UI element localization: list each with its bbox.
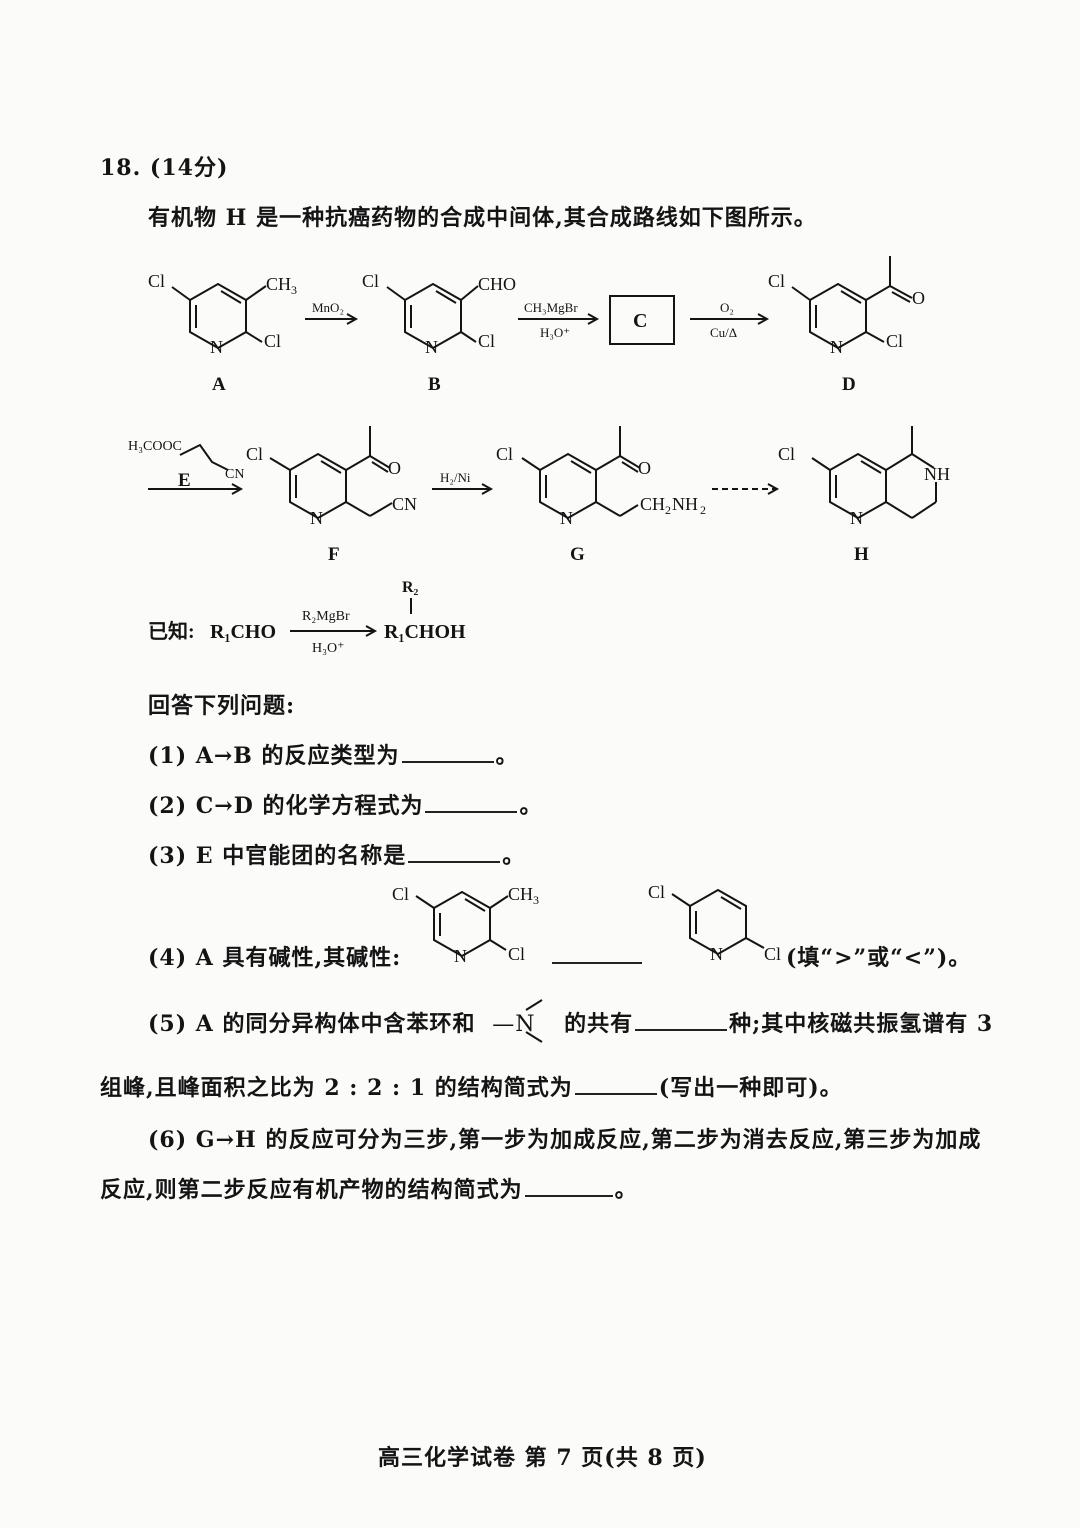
question-1: (1) A→B 的反应类型为。 bbox=[148, 741, 519, 769]
svg-text:H₃O⁺: H₃O⁺ bbox=[312, 641, 345, 656]
svg-text:CHO: CHO bbox=[478, 274, 516, 294]
structure-d bbox=[791, 256, 913, 350]
svg-text:R₂MgBr: R₂MgBr bbox=[302, 609, 350, 624]
svg-text:Cl: Cl bbox=[264, 331, 281, 351]
svg-text:Cl: Cl bbox=[768, 271, 785, 291]
structure-e bbox=[179, 443, 229, 471]
svg-text:N: N bbox=[560, 508, 573, 528]
svg-text:H₃O⁺: H₃O⁺ bbox=[540, 325, 570, 340]
label-g: G bbox=[570, 544, 585, 565]
label-f: F bbox=[328, 544, 340, 565]
svg-text:CN: CN bbox=[225, 467, 244, 482]
svg-text:NH: NH bbox=[924, 464, 950, 484]
question-2: (2) C→D 的化学方程式为。 bbox=[148, 791, 543, 819]
svg-text:MnO₂: MnO₂ bbox=[312, 300, 344, 315]
structure-b bbox=[386, 282, 479, 350]
compound-c-box bbox=[609, 295, 675, 345]
answer-prompt: 回答下列问题: bbox=[148, 693, 296, 719]
svg-text:Cl: Cl bbox=[246, 444, 263, 464]
svg-text:Cl: Cl bbox=[148, 271, 165, 291]
svg-text:O: O bbox=[912, 288, 925, 308]
svg-text:已知:: 已知: bbox=[148, 619, 195, 643]
svg-text:O₂: O₂ bbox=[720, 300, 734, 315]
label-d: D bbox=[842, 374, 856, 395]
question-number: 18. (14分) bbox=[100, 155, 229, 181]
question-4-suffix: (填“>”或“<”)。 bbox=[786, 945, 972, 971]
svg-text:N: N bbox=[830, 337, 843, 357]
svg-text:2: 2 bbox=[700, 503, 706, 517]
svg-text:CH: CH bbox=[640, 494, 665, 514]
question-6-line1: (6) G→H 的反应可分为三步,第一步为加成反应,第二步为消去反应,第三步为加… bbox=[148, 1127, 982, 1153]
svg-text:NH: NH bbox=[672, 494, 698, 514]
svg-text:CH: CH bbox=[266, 274, 291, 294]
answer-blank-1[interactable] bbox=[401, 741, 494, 763]
answer-blank-5b[interactable] bbox=[574, 1073, 657, 1095]
svg-text:Cl: Cl bbox=[496, 444, 513, 464]
svg-text:Cl: Cl bbox=[392, 884, 409, 904]
svg-text:Cl: Cl bbox=[362, 271, 379, 291]
answer-blank-4[interactable] bbox=[552, 942, 642, 964]
answer-blank-6[interactable] bbox=[524, 1175, 613, 1197]
question-intro: 有机物 H 是一种抗癌药物的合成中间体,其合成路线如下图所示。 bbox=[148, 205, 817, 231]
svg-text:N: N bbox=[210, 337, 223, 357]
svg-text:CN: CN bbox=[392, 494, 417, 514]
answer-blank-3[interactable] bbox=[408, 841, 501, 863]
question-3: (3) E 中官能团的名称是。 bbox=[148, 841, 526, 869]
svg-text:N: N bbox=[310, 508, 323, 528]
svg-text:O: O bbox=[638, 458, 651, 478]
svg-text:R₁CHOH: R₁CHOH bbox=[384, 621, 466, 643]
answer-blank-5a[interactable] bbox=[635, 1009, 728, 1031]
page-footer: 高三化学试卷 第 7 页(共 8 页) bbox=[378, 1445, 707, 1471]
synthesis-scheme: Cl N Cl CH 3 Cl N Cl CHO C Cl N Cl O H₃C… bbox=[128, 256, 950, 656]
svg-text:CH: CH bbox=[508, 884, 533, 904]
question-4-prefix: (4) A 具有碱性,其碱性: bbox=[148, 945, 402, 971]
question-5-line1: (5) A 的同分异构体中含苯环和 —N 的共有种;其中核磁共振氢谱有 3 bbox=[148, 1009, 994, 1037]
label-a: A bbox=[212, 374, 226, 395]
structure-h bbox=[811, 426, 937, 520]
svg-text:Cl: Cl bbox=[508, 944, 525, 964]
structure-a bbox=[171, 282, 267, 350]
label-h: H bbox=[854, 544, 869, 565]
compound-c-label: C bbox=[633, 310, 647, 332]
label-b: B bbox=[428, 374, 441, 395]
question-5-line2: 组峰,且峰面积之比为 2 : 2 : 1 的结构简式为(写出一种即可)。 bbox=[100, 1073, 843, 1101]
svg-text:CH₃MgBr: CH₃MgBr bbox=[524, 300, 578, 315]
structure-g bbox=[521, 426, 641, 520]
svg-text:N: N bbox=[454, 946, 467, 966]
label-e: E bbox=[178, 470, 191, 491]
svg-text:O: O bbox=[388, 458, 401, 478]
svg-text:N: N bbox=[850, 508, 863, 528]
structure-f bbox=[269, 426, 393, 520]
svg-text:H₃COOC: H₃COOC bbox=[128, 439, 182, 454]
svg-text:Cl: Cl bbox=[648, 882, 665, 902]
svg-text:Cl: Cl bbox=[778, 444, 795, 464]
svg-text:3: 3 bbox=[533, 893, 539, 907]
answer-blank-2[interactable] bbox=[425, 791, 518, 813]
svg-text:Cu/Δ: Cu/Δ bbox=[710, 325, 737, 340]
svg-text:Cl: Cl bbox=[886, 331, 903, 351]
svg-text:R₁CHO: R₁CHO bbox=[210, 621, 276, 643]
svg-text:2: 2 bbox=[665, 503, 671, 517]
svg-text:N: N bbox=[425, 337, 438, 357]
svg-text:Cl: Cl bbox=[478, 331, 495, 351]
svg-text:N: N bbox=[710, 944, 723, 964]
svg-text:3: 3 bbox=[291, 283, 297, 297]
question-6-line2: 反应,则第二步反应有机产物的结构简式为。 bbox=[100, 1175, 638, 1203]
amine-group: —N bbox=[492, 1012, 536, 1037]
svg-text:Cl: Cl bbox=[764, 944, 781, 964]
svg-text:R₂: R₂ bbox=[402, 579, 419, 596]
svg-text:H₂/Ni: H₂/Ni bbox=[440, 470, 471, 485]
